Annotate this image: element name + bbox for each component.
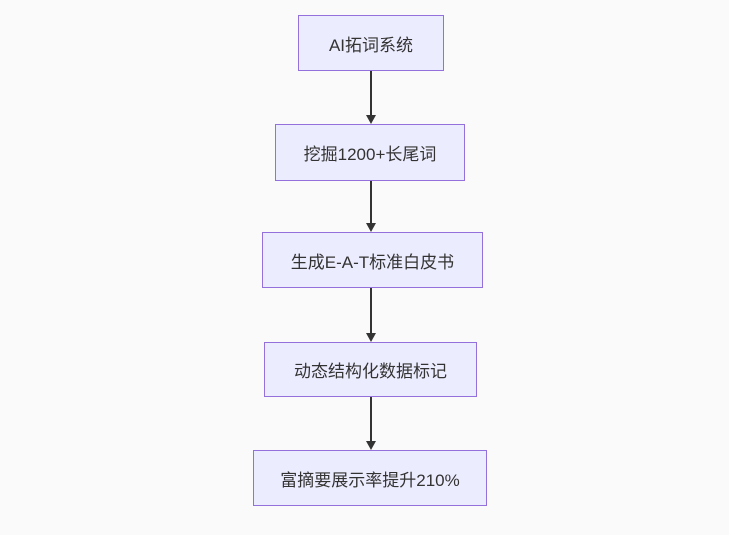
flow-arrow-1	[365, 71, 376, 124]
arrow-line	[369, 288, 372, 333]
node-rich-snippet-rate-increase: 富摘要展示率提升210%	[253, 450, 487, 506]
arrow-line	[369, 71, 372, 115]
node-label: 生成E-A-T标准白皮书	[290, 252, 455, 272]
flow-arrow-3	[365, 288, 376, 342]
node-eat-standard-whitepaper: 生成E-A-T标准白皮书	[262, 232, 483, 288]
arrow-line	[369, 397, 372, 441]
node-label: 富摘要展示率提升210%	[280, 470, 460, 490]
flow-arrow-4	[365, 397, 376, 450]
arrow-line	[369, 181, 372, 223]
node-label: 挖掘1200+长尾词	[303, 145, 437, 164]
node-dynamic-structured-data-markup: 动态结构化数据标记	[264, 342, 477, 397]
arrowhead-down-icon	[365, 115, 376, 124]
node-ai-word-expansion-system: AI拓词系统	[298, 15, 444, 71]
flow-arrow-2	[365, 181, 376, 232]
node-label: AI拓词系统	[328, 35, 414, 55]
arrowhead-down-icon	[365, 223, 376, 232]
node-label: 动态结构化数据标记	[294, 362, 447, 381]
arrowhead-down-icon	[365, 441, 376, 450]
arrowhead-down-icon	[365, 333, 376, 342]
node-longtail-keyword-mining: 挖掘1200+长尾词	[275, 124, 465, 181]
